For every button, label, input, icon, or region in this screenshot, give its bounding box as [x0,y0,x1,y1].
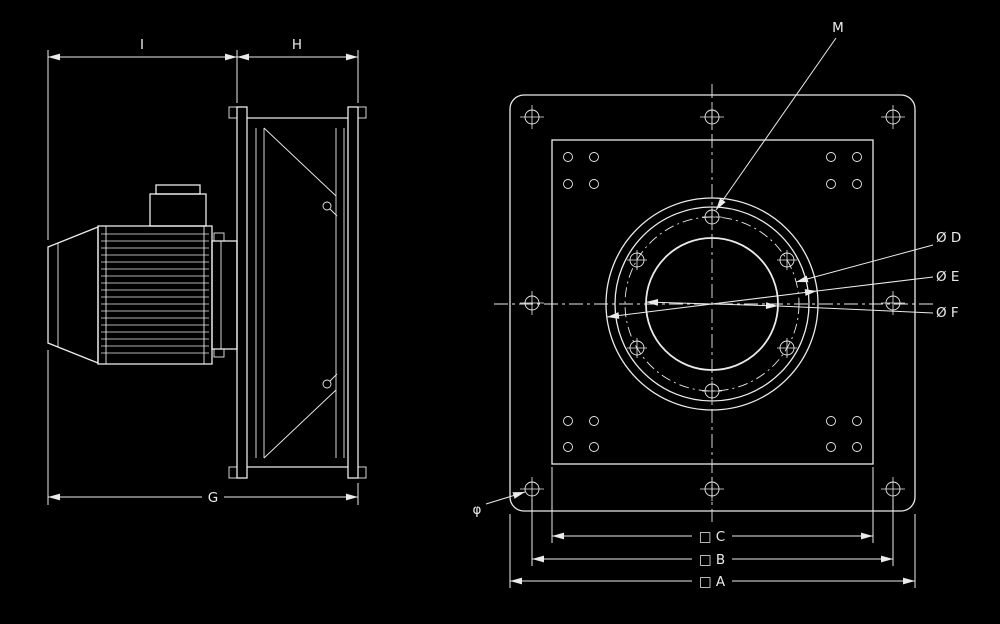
dim-label-I: I [140,37,144,53]
cluster-hole [852,152,862,162]
dim-label-C: □ C [699,529,725,545]
terminal-box-body [149,193,207,227]
dim-label-B: □ B [699,552,725,568]
label-dia-F: Ø F [936,305,959,321]
flange-tab-top-right [357,106,367,119]
cluster-hole [563,152,573,162]
dim-label-A: □ A [699,574,726,590]
label-dia-E: Ø E [936,269,959,285]
flange-tab-bottom-right [357,466,367,479]
dimension-I: I [47,37,238,240]
corner-hole-bottom-right [880,476,906,502]
dimension-H: H [237,37,359,103]
cluster-hole [589,152,599,162]
dia-E-leader [816,276,934,292]
extension-lines-C [551,467,874,543]
corner-hole-top-right [880,104,906,130]
cluster-hole [589,416,599,426]
dim-label-C-bg [692,528,732,544]
extension-lines-I [47,50,238,240]
flange-outer-circle [605,197,819,411]
dim-label-A-bg [692,573,732,589]
mounting-plate [509,94,916,512]
cluster-hole [563,442,573,452]
dim-label-H: H [292,37,302,53]
cluster-hole [852,179,862,189]
dim-label-G: G [208,490,218,506]
dimension-C: □ C [551,467,874,545]
extension-lines-G [47,350,359,505]
label-M: M [832,20,844,36]
front-view: M Ø D Ø E Ø F φ □ C [473,20,962,590]
flange-tab-top-left [228,106,238,119]
cluster-hole [826,416,836,426]
hole-cluster-top-left [563,152,599,189]
motor-body [97,225,213,365]
cluster-hole [826,179,836,189]
dimension-B: □ B [531,498,894,568]
corner-hole-bottom-left [519,476,545,502]
callout-phi: φ [473,491,526,518]
cluster-hole [826,152,836,162]
motor-cooling-fins [101,233,209,354]
impeller-profile-lines [255,128,345,458]
cluster-hole [563,179,573,189]
side-view: I H G [47,37,367,506]
cluster-hole [589,442,599,452]
callout-dia-D: Ø D [795,230,961,283]
hole-cluster-bottom-right [826,416,862,452]
cluster-hole [852,442,862,452]
cluster-hole [852,416,862,426]
housing-back-plate [347,106,359,479]
mounting-bracket [211,232,238,358]
extension-lines-A [509,514,916,588]
inner-panel [551,139,874,465]
dia-F-line [645,298,779,310]
housing-top-bottom-edges [247,117,348,468]
cluster-hole [563,416,573,426]
fan-housing [228,106,367,479]
cluster-hole [826,442,836,452]
flange-tab-bottom-left [228,466,238,479]
dimension-dia-F: Ø F [645,298,959,321]
leader-line-M [715,37,837,211]
terminal-box [149,184,207,227]
housing-screw-bottom-slot [329,373,338,382]
leader-line-D [795,244,934,283]
label-phi: φ [473,502,482,518]
dia-F-leader [777,305,934,314]
flange-bolt-top [701,206,723,228]
housing-screw-top [322,201,332,211]
dim-label-B-bg [692,551,732,567]
hole-cluster-bottom-left [563,416,599,452]
dimension-dia-E: Ø E [606,269,959,319]
flange-bolt-bottom [701,380,723,402]
hole-cluster-top-right [826,152,862,189]
cowl-outline [47,226,99,364]
cluster-hole [589,179,599,189]
label-dia-D: Ø D [936,230,961,246]
dim-label-G-bg [202,489,224,505]
mid-hole-left [519,290,545,316]
callout-M: M [715,20,844,211]
motor-frame [97,225,213,365]
housing-screw-top-slot [329,208,338,217]
motor-fan-cowl [47,226,99,364]
corner-hole-top-left [519,104,545,130]
housing-screw-bottom [322,379,332,389]
housing-front-plate [236,106,248,479]
scroll-diagonals [263,127,337,459]
dimension-G: G [47,350,359,506]
bracket-bolt-bottom [213,348,225,358]
bracket-body [211,240,238,350]
bracket-bolt-top [213,232,225,242]
dimension-A: □ A [509,514,916,590]
terminal-box-lid [155,184,201,195]
extension-lines-B [531,498,894,566]
leader-line-phi [485,491,526,505]
